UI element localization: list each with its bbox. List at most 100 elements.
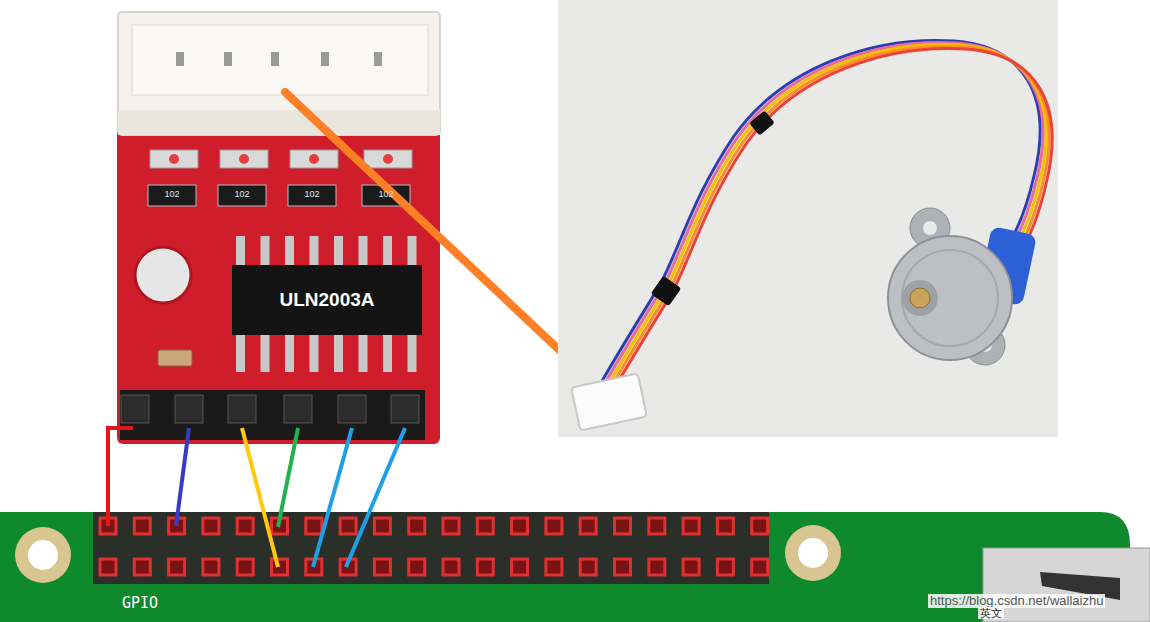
gpio-pin bbox=[546, 559, 562, 575]
chip-pin bbox=[310, 334, 319, 372]
jumper-wires bbox=[108, 428, 405, 567]
chip-pin bbox=[383, 334, 392, 372]
motor-wire bbox=[611, 46, 1049, 387]
gpio-pin bbox=[340, 518, 356, 534]
pcb bbox=[117, 14, 440, 444]
gpio-pin bbox=[237, 518, 253, 534]
resistor-code: 102 bbox=[304, 190, 319, 200]
led-die bbox=[383, 154, 393, 164]
gpio-pin bbox=[649, 518, 665, 534]
mount-ring bbox=[785, 525, 841, 581]
pi-board bbox=[0, 512, 1150, 622]
led-die bbox=[239, 154, 249, 164]
motor-body bbox=[888, 236, 1012, 360]
led-die bbox=[169, 154, 179, 164]
header-pin bbox=[284, 395, 312, 423]
gpio-pin bbox=[477, 518, 493, 534]
driver-board bbox=[115, 12, 445, 445]
mount-hole bbox=[28, 540, 58, 570]
photo-ground bbox=[558, 0, 1058, 437]
gpio-pin bbox=[683, 518, 699, 534]
gpio-pin bbox=[374, 518, 390, 534]
gpio-pin bbox=[443, 559, 459, 575]
chip-pin bbox=[285, 334, 294, 372]
jumper-wire bbox=[242, 428, 278, 567]
gpio-pin bbox=[752, 518, 768, 534]
jumper-wire bbox=[176, 428, 189, 526]
gpio-pin bbox=[203, 559, 219, 575]
motor-wire bbox=[602, 40, 1040, 381]
chip-pin bbox=[261, 236, 270, 266]
gpio-pin bbox=[477, 559, 493, 575]
led bbox=[364, 150, 412, 168]
gpio-pin bbox=[169, 559, 185, 575]
jumper-wire bbox=[278, 428, 298, 527]
gpio-pin bbox=[374, 559, 390, 575]
heat-shrink bbox=[749, 110, 775, 135]
mount-hole bbox=[923, 221, 937, 235]
resistor bbox=[218, 185, 266, 206]
chip-pin bbox=[310, 236, 319, 266]
gpio-pin bbox=[237, 559, 253, 575]
gpio-pin bbox=[683, 559, 699, 575]
header-pin bbox=[228, 395, 256, 423]
gpio-pin bbox=[580, 518, 596, 534]
ime-indicator: 英文 bbox=[978, 607, 1004, 619]
motor-wire bbox=[605, 42, 1043, 383]
gpio-pin bbox=[615, 518, 631, 534]
shaft-boss bbox=[902, 280, 938, 316]
pcb bbox=[0, 512, 1130, 622]
gpio-pin bbox=[546, 518, 562, 534]
header-name: GPIO bbox=[122, 595, 158, 612]
watermark: https://blog.csdn.net/wallaizhu bbox=[928, 594, 1105, 608]
motor-connector bbox=[571, 373, 647, 430]
header-pin bbox=[391, 395, 419, 423]
connector-pin bbox=[224, 52, 232, 66]
connector-pin bbox=[176, 52, 184, 66]
header-pin bbox=[121, 395, 149, 423]
connector-housing bbox=[118, 12, 440, 135]
connector-pin bbox=[374, 52, 382, 66]
stepper-motor bbox=[558, 0, 1058, 437]
mount-hole bbox=[135, 247, 191, 303]
chip-pin bbox=[359, 236, 368, 266]
gpio-pin bbox=[717, 559, 733, 575]
chip-pin bbox=[285, 236, 294, 266]
jumper-wire bbox=[108, 428, 133, 526]
gpio-pin bbox=[649, 559, 665, 575]
led bbox=[150, 150, 198, 168]
chip-pin bbox=[236, 236, 245, 266]
chip-pin bbox=[334, 334, 343, 372]
gpio-pin bbox=[306, 518, 322, 534]
capacitor bbox=[158, 350, 192, 366]
chip-pin bbox=[261, 334, 270, 372]
gpio-pin bbox=[100, 559, 116, 575]
chip-body: ULN2003A bbox=[232, 265, 422, 335]
gpio-pin bbox=[615, 559, 631, 575]
link-line bbox=[285, 92, 604, 392]
motor-wire bbox=[608, 44, 1046, 385]
gpio-pin bbox=[203, 518, 219, 534]
connector-socket bbox=[132, 25, 428, 95]
chip-pin bbox=[383, 236, 392, 266]
gpio-header bbox=[93, 512, 769, 584]
connector-pin bbox=[321, 52, 329, 66]
header-pin bbox=[175, 395, 203, 423]
chip-pin bbox=[334, 236, 343, 266]
gpio-pin bbox=[409, 559, 425, 575]
chip-pin bbox=[408, 236, 417, 266]
gpio-pin bbox=[512, 559, 528, 575]
gpio-pin bbox=[134, 518, 150, 534]
gpio-pin bbox=[134, 559, 150, 575]
pin-header bbox=[120, 390, 425, 440]
chip-label: ULN2003A bbox=[279, 289, 374, 311]
motor-shaft bbox=[910, 288, 930, 308]
resistor bbox=[288, 185, 336, 206]
chip-pin bbox=[408, 334, 417, 372]
led-die bbox=[309, 154, 319, 164]
gpio-pin bbox=[409, 518, 425, 534]
gpio-pin bbox=[443, 518, 459, 534]
resistor-code: 102 bbox=[378, 190, 393, 200]
